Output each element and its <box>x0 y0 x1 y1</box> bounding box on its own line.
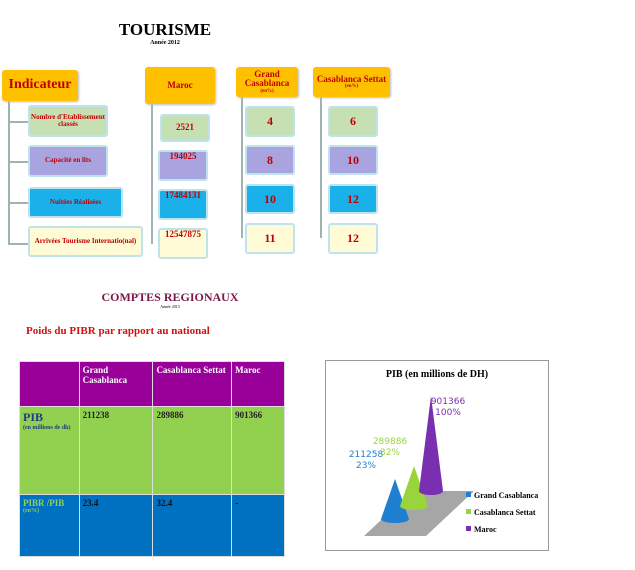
tourisme-title: TOURISME <box>118 20 212 39</box>
connector <box>241 97 243 238</box>
row-label: PIBR /PIB(en%) <box>19 494 80 557</box>
casa-settat-header: Casablanca Settat(en%) <box>313 67 390 97</box>
casa-settat-value: 6 <box>328 106 378 137</box>
grand-casa-value: 10 <box>245 184 295 214</box>
table-row: PIBR /PIB(en%) 23.4 32.4 - <box>19 494 285 557</box>
maroc-value: 12547875 <box>158 228 208 259</box>
maroc-value: 2521 <box>160 114 210 142</box>
data-label-percent: 23% <box>356 461 376 471</box>
indicateur-item: Arrivées Tourisme Internatio(nal) <box>28 226 143 257</box>
table-cell: 23.4 <box>78 494 154 557</box>
grand-casa-value: 4 <box>245 106 295 137</box>
table-cell: 289886 <box>152 406 233 495</box>
table-cell: 32.4 <box>152 494 233 557</box>
connector <box>8 202 28 204</box>
casa-settat-title: Casablanca Settat <box>316 73 387 84</box>
grand-casa-value: 8 <box>245 145 295 175</box>
pib-table: Grand Casablanca Casablanca Settat Maroc… <box>19 361 285 557</box>
maroc-value: 17484131 <box>158 189 208 220</box>
legend-label: Maroc <box>474 525 497 534</box>
header-cell <box>19 361 80 407</box>
data-label-percent: 100% <box>435 408 461 418</box>
row-label-main: PIB <box>23 410 44 424</box>
table-cell: 901366 <box>231 406 285 495</box>
casa-settat-unit: (en%) <box>344 84 359 90</box>
chart-floor <box>364 491 474 536</box>
connector <box>8 243 28 245</box>
connector <box>8 100 10 245</box>
comptes-title: COMPTES REGIONAUX <box>101 290 239 304</box>
maroc-header: Maroc <box>145 67 215 104</box>
casa-settat-value: 12 <box>328 223 378 254</box>
chart-title: PIB (en millions de DH) <box>385 369 489 380</box>
connector <box>8 161 28 163</box>
header-cell: Casablanca Settat <box>152 361 233 407</box>
data-label-value: 289886 <box>373 437 408 447</box>
casa-settat-value: 10 <box>328 145 378 175</box>
tourisme-year: Année 2012 <box>150 40 180 46</box>
casa-settat-value: 12 <box>328 184 378 214</box>
cone-0 <box>381 479 409 523</box>
row-label-sub: (en millions de dh) <box>23 425 71 431</box>
cone-2 <box>419 396 443 495</box>
table-header-row: Grand Casablanca Casablanca Settat Maroc <box>19 361 285 407</box>
row-label: PIB(en millions de dh) <box>19 406 80 495</box>
row-label-main: PIBR /PIB <box>23 498 65 508</box>
legend-swatch <box>466 526 471 531</box>
indicateur-header: Indicateur <box>2 70 78 101</box>
cone-1 <box>400 466 428 510</box>
connector <box>151 104 153 244</box>
header-cell: Maroc <box>231 361 285 407</box>
indicateur-item: Nombre d'Etablissement classés <box>28 105 108 137</box>
grand-casa-header: Grand Casablanca(en%) <box>236 67 298 97</box>
grand-casa-title: Grand Casablanca <box>244 68 290 89</box>
table-cell: - <box>231 494 285 557</box>
maroc-value: 194025 <box>158 150 208 181</box>
connector <box>8 121 28 123</box>
table-row: PIB(en millions de dh) 211238 289886 901… <box>19 406 285 495</box>
header-cell: Grand Casablanca <box>78 361 154 407</box>
comptes-year: Année 2013 <box>160 304 180 309</box>
row-label-sub: (en%) <box>23 508 39 514</box>
grand-casa-value: 11 <box>245 223 295 254</box>
comptes-subtitle: Poids du PIBR par rapport au national <box>26 325 210 337</box>
legend-swatch <box>466 492 471 497</box>
legend-label: Grand Casablanca <box>474 491 538 500</box>
connector <box>320 97 322 238</box>
data-label-percent: 32% <box>380 448 400 458</box>
indicateur-item: Capacité en lits <box>28 145 108 177</box>
legend-label: Casablanca Settat <box>474 508 536 517</box>
legend-swatch <box>466 509 471 514</box>
grand-casa-unit: (en%) <box>260 88 274 94</box>
data-label-value: 211258 <box>349 450 384 460</box>
table-cell: 211238 <box>78 406 154 495</box>
data-label-value: 901366 <box>431 397 466 407</box>
indicateur-item: Nuitées Réalisées <box>28 187 123 218</box>
